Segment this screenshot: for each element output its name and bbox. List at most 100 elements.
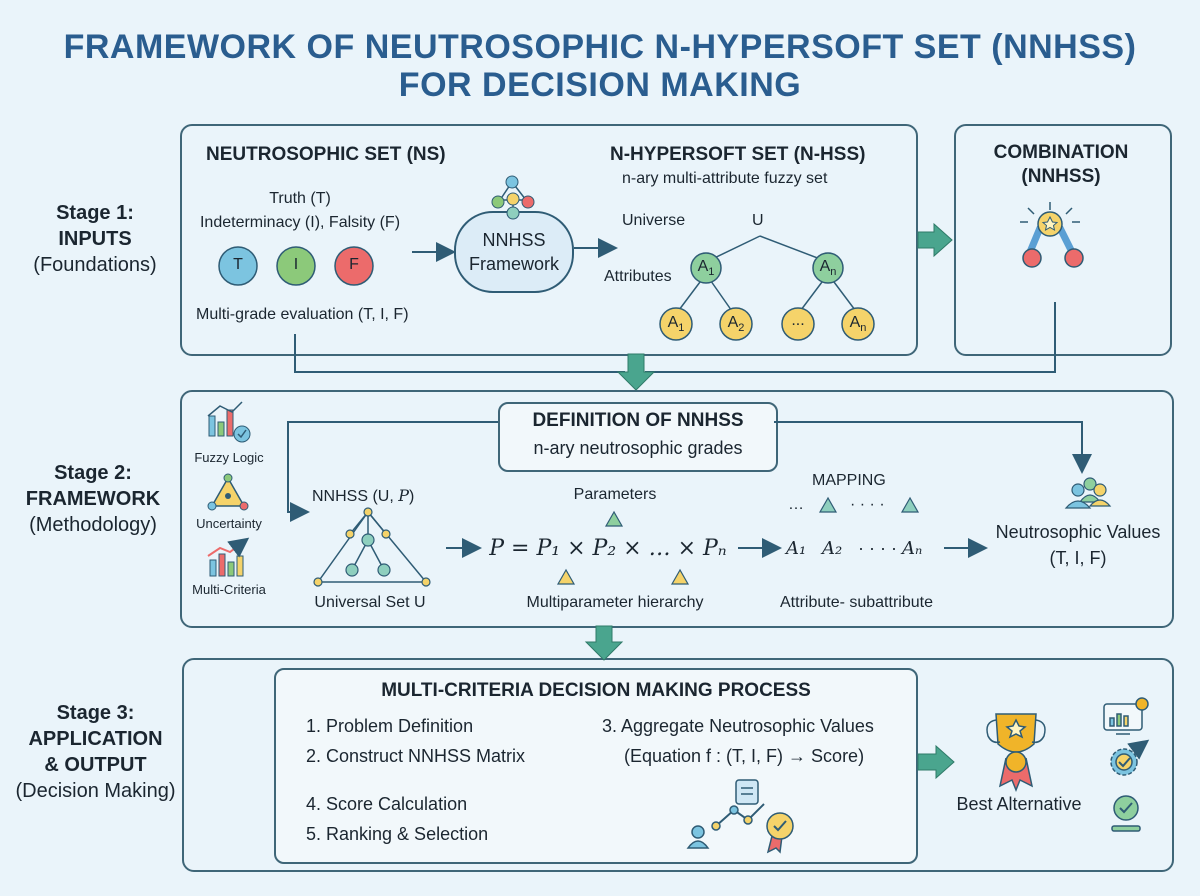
stage1-name: INPUTS: [58, 228, 132, 250]
fuzzy-logic-icon: [207, 401, 251, 443]
attribute-subattribute-label: Attribute- subattribute: [780, 594, 933, 611]
universe-label: Universe: [622, 212, 686, 229]
stage1-label: Stage 1: INPUTS (Foundations): [10, 200, 180, 278]
hierarchy-label: Multiparameter hierarchy: [526, 594, 704, 611]
universal-set-label: Universal Set U: [314, 594, 426, 611]
attr-leaf-sub-2: 2: [738, 322, 745, 335]
mcdm-box: [274, 668, 918, 864]
page-title-line2: FOR DECISION MAKING: [398, 66, 802, 104]
attr-leaf-node-dots: [781, 307, 815, 341]
nnhss-up-prefix: NNHSS (U,: [312, 488, 399, 505]
fuzzy-logic-label: Fuzzy Logic: [194, 450, 264, 465]
parameter-triangle-top: [604, 510, 624, 527]
falsity-circle-label: F: [349, 256, 359, 273]
uncertainty-icon: [207, 473, 249, 511]
indeterminacy-falsity-label: Indeterminacy (I), Falsity (F): [199, 214, 401, 231]
universal-set-tree: [316, 510, 428, 583]
stage2-name: FRAMEWORK: [25, 488, 161, 510]
line-ns-down: [294, 334, 625, 373]
truth-circle: [218, 246, 258, 286]
stage1-sub: (Foundations): [33, 254, 157, 276]
multigrade-label: Multi-grade evaluation (T, I, F): [196, 306, 409, 323]
universal-set-nodes: [313, 507, 431, 587]
step-2: 2. Construct NNHSS Matrix: [306, 746, 526, 766]
attr-leaf-node-n: [841, 307, 875, 341]
attr-leaf-label-1: A1: [661, 314, 691, 334]
framework-cloud: [454, 211, 574, 293]
attr-top-letter-n: A: [819, 258, 831, 275]
parameter-triangle-right: [670, 568, 690, 585]
parameter-equation: P = P₁ × P₂ × … × Pₙ: [489, 536, 727, 561]
indeterminacy-circle-label: I: [293, 256, 299, 273]
attr-leaf-node-2: [719, 307, 753, 341]
indeterminacy-circle: [276, 246, 316, 286]
attr-leaf-node-1: [659, 307, 693, 341]
step-3: 3. Aggregate Neutrosophic Values: [602, 716, 874, 736]
nnhss-up-label: NNHSS (U, P): [312, 486, 414, 506]
multi-criteria-icon: [207, 537, 250, 577]
parameter-triangle-left: [556, 568, 576, 585]
truth-label: Truth (T): [269, 190, 331, 207]
map-attr-n: Aₙ: [902, 538, 923, 559]
step-5: 5. Ranking & Selection: [306, 824, 489, 844]
step-3-equation: (Equation f : (T, I, F) → Score): [624, 746, 865, 766]
mapping-dots-left: …: [788, 496, 804, 513]
arrow-to-best: [917, 744, 955, 780]
neutrosophic-values-line2: (T, I, F): [1049, 548, 1107, 568]
ns-title: NEUTROSOPHIC SET (NS): [206, 144, 446, 165]
map-attr-2: A₂: [822, 538, 843, 559]
trophy-icon: [986, 713, 1046, 793]
definition-box: [498, 402, 778, 472]
attr-leaf-letter-n: A: [849, 314, 861, 331]
arrow-stage2-to-stage3: [584, 625, 624, 661]
framework-network-icon: [491, 175, 535, 220]
stage1-number: Stage 1:: [56, 202, 134, 224]
map-attr-1: A₁: [786, 538, 807, 559]
attr-leaf-label-n: An: [843, 314, 873, 334]
uncertainty-label: Uncertainty: [196, 516, 262, 531]
attr-top-label-1: A1: [691, 258, 721, 278]
attr-top-label-n: An: [813, 258, 843, 278]
award-icon: [766, 812, 794, 854]
clipboard-check-icon: [1111, 795, 1141, 832]
framework-label-line1: NNHSS: [482, 230, 546, 250]
stage3-name2: & OUTPUT: [44, 754, 147, 776]
truth-circle-label: T: [233, 256, 243, 273]
definition-subtitle: n-ary neutrosophic grades: [533, 438, 743, 458]
parameters-label: Parameters: [573, 486, 657, 503]
line-combo-down: [645, 302, 1056, 373]
process-graph-icon: [686, 779, 765, 849]
attr-top-node-1: [690, 252, 722, 284]
combination-title-line1: COMBINATION: [993, 142, 1129, 163]
stage3-label: Stage 3: APPLICATION & OUTPUT (Decision …: [8, 700, 183, 804]
falsity-circle: [334, 246, 374, 286]
stage2-number: Stage 2:: [54, 462, 132, 484]
attr-top-sub-n: n: [830, 266, 837, 279]
stage3-number: Stage 3:: [56, 702, 135, 724]
step-4: 4. Score Calculation: [306, 794, 468, 814]
page-title-line1: FRAMEWORK OF NEUTROSOPHIC N-HYPERSOFT SE…: [63, 28, 1137, 66]
stage2-sub: (Methodology): [29, 514, 157, 536]
mapping-dots-mid: · · · ·: [850, 496, 885, 513]
people-icon: [1064, 477, 1112, 509]
framework-label-line2: Framework: [468, 254, 559, 274]
attributes-label: Attributes: [604, 268, 672, 285]
step-1: 1. Problem Definition: [306, 716, 474, 736]
gear-check-icon: [1110, 739, 1150, 776]
line-def-left: [287, 421, 498, 522]
attr-leaf-label-dots: ...: [791, 312, 805, 329]
mapping-triangle-2: [900, 496, 920, 513]
line-def-right: [774, 421, 1092, 474]
nnhss-up-suffix: ): [409, 488, 415, 505]
attr-leaf-sub-n: n: [860, 322, 867, 335]
nhss-subtitle: n-ary multi-attribute fuzzy set: [622, 170, 828, 187]
arrow-to-combination: [917, 222, 953, 258]
definition-title: DEFINITION OF NNHSS: [532, 410, 744, 431]
stage2-label: Stage 2: FRAMEWORK (Methodology): [8, 460, 178, 538]
mapping-triangle-1: [818, 496, 838, 513]
multi-criteria-label: Multi-Criteria: [192, 582, 266, 597]
attr-top-sub-1: 1: [708, 266, 715, 279]
combination-title-line2: (NNHSS): [1021, 166, 1101, 187]
attr-leaf-letter-2: A: [727, 314, 739, 331]
